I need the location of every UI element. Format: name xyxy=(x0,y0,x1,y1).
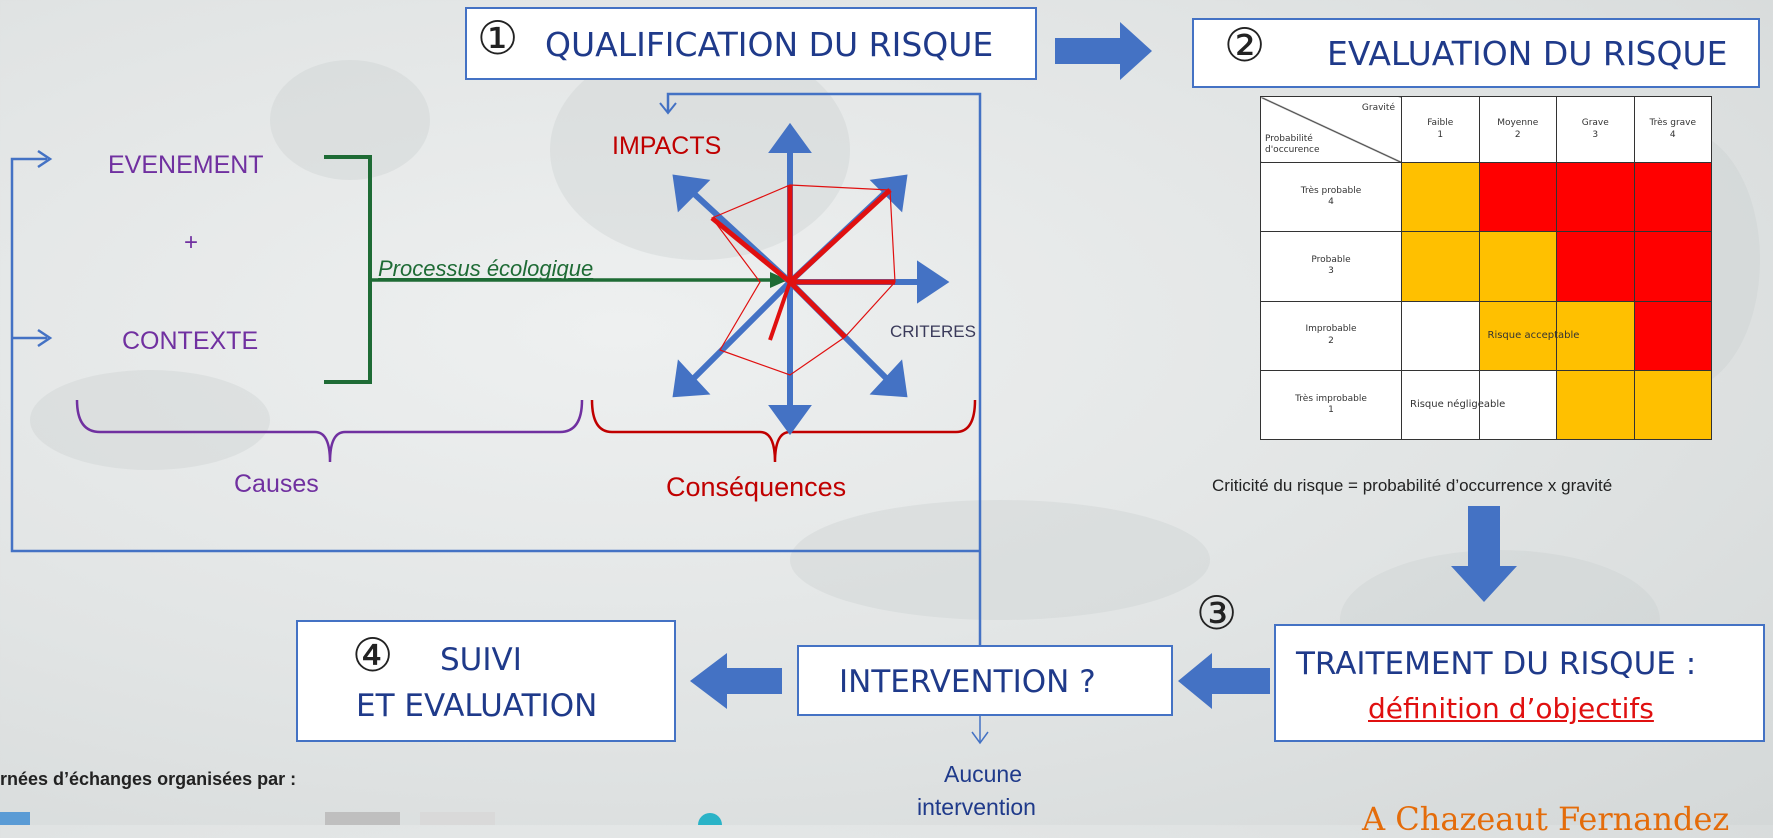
evenement-arrowhead xyxy=(37,149,53,169)
evenement-label: EVENEMENT xyxy=(108,151,264,179)
matrix-corner-top: Gravité xyxy=(1361,103,1395,113)
plus-sign: + xyxy=(184,229,199,256)
step-2-box: ② EVALUATION DU RISQUE xyxy=(1192,18,1760,88)
step-3-title: TRAITEMENT DU RISQUE : xyxy=(1296,646,1697,682)
causes-brace xyxy=(75,399,584,463)
step-1-title: QUALIFICATION DU RISQUE xyxy=(545,25,994,64)
step-1-box: ① QUALIFICATION DU RISQUE xyxy=(465,7,1037,80)
partner-logo-3 xyxy=(420,812,495,825)
arrow-1-to-2 xyxy=(1055,22,1152,80)
causes-label: Causes xyxy=(234,470,319,498)
contexte-label: CONTEXTE xyxy=(122,327,259,355)
step-4-line2: ET EVALUATION xyxy=(356,688,598,724)
aucune-arrowhead xyxy=(971,731,989,745)
step-3-subtitle: définition d’objectifs xyxy=(1368,692,1654,725)
impact-polygon xyxy=(710,184,896,376)
impacts-label: IMPACTS xyxy=(612,132,722,160)
intervention-box: INTERVENTION ? xyxy=(797,645,1173,716)
intervention-label: INTERVENTION ? xyxy=(839,664,1096,700)
matrix-cell: Risque négligeable xyxy=(1401,369,1505,441)
step-4-number: ④ xyxy=(352,628,394,682)
arrow-2-to-3 xyxy=(1451,506,1517,602)
step-3-number: ③ xyxy=(1196,587,1238,639)
step-4-box: ④ SUIVI ET EVALUATION xyxy=(296,620,676,742)
negligible-label: Risque négligeable xyxy=(1410,398,1506,410)
step-2-number: ② xyxy=(1224,18,1266,72)
arrow-3-to-intervention xyxy=(1178,653,1270,709)
criteres-label: CRITERES xyxy=(890,322,976,341)
feedback-loop-line xyxy=(666,92,982,650)
consequences-brace xyxy=(590,399,977,463)
step-2-title: EVALUATION DU RISQUE xyxy=(1327,34,1728,73)
loop-arrowhead xyxy=(659,102,677,115)
partner-logo-4 xyxy=(698,813,722,825)
matrix-cell: Risque acceptable xyxy=(1478,300,1579,371)
matrix-cell xyxy=(1633,231,1712,302)
matrix-cell xyxy=(1478,231,1557,302)
processus-arrowhead xyxy=(770,272,788,288)
acceptable-label: Risque acceptable xyxy=(1487,329,1580,341)
matrix-cell xyxy=(1556,161,1635,233)
criticite-formula: Criticité du risque = probabilité d’occu… xyxy=(1212,476,1613,495)
aucune-intervention-line1: Aucune xyxy=(944,761,1023,787)
matrix-cell xyxy=(1401,231,1480,302)
matrix-cell xyxy=(1556,369,1635,441)
matrix-cell xyxy=(1556,231,1635,302)
matrix-corner: Gravité Probabilité d'occurence xyxy=(1260,96,1402,163)
matrix-cell xyxy=(1478,161,1557,233)
matrix-cell xyxy=(1633,369,1712,441)
matrix-cell xyxy=(1401,300,1480,371)
causes-bracket xyxy=(324,155,372,384)
consequences-label: Conséquences xyxy=(666,472,847,502)
matrix-cell xyxy=(1633,161,1712,233)
contexte-arrowhead xyxy=(37,328,53,348)
matrix-cell xyxy=(1633,300,1712,371)
matrix-cell xyxy=(1478,369,1557,441)
step-1-number: ① xyxy=(477,11,519,65)
footer-author: A Chazeaut Fernandez xyxy=(1362,800,1730,838)
step-3-box: TRAITEMENT DU RISQUE : définition d’obje… xyxy=(1274,624,1765,742)
partner-logo-2 xyxy=(325,812,400,825)
processus-label: Processus écologique xyxy=(378,256,594,281)
matrix-cell xyxy=(1556,300,1635,371)
partner-logo-1 xyxy=(0,812,30,825)
arrow-intervention-to-4 xyxy=(690,653,782,709)
matrix-cell xyxy=(1401,161,1480,233)
step-4-line1: SUIVI xyxy=(440,642,522,678)
aucune-intervention-line2: intervention xyxy=(917,794,1036,820)
footer-organisers: rnées d’échanges organisées par : xyxy=(0,769,297,789)
matrix-corner-bottom: Probabilité d'occurence xyxy=(1265,133,1320,155)
feedback-outer-line xyxy=(10,157,980,553)
